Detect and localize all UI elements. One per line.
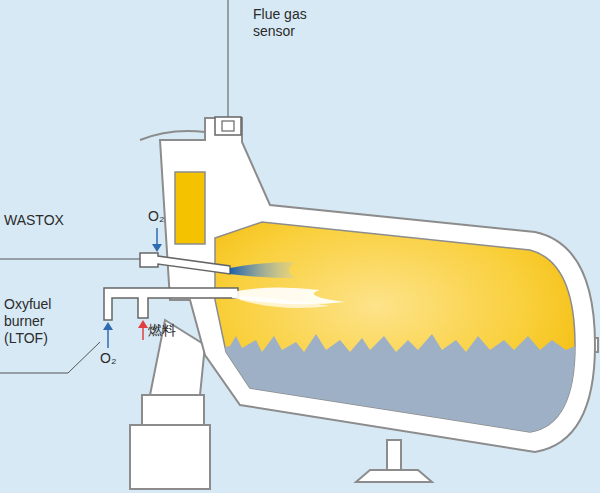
o2-arrowhead bbox=[103, 322, 113, 330]
rear-stand-foot bbox=[356, 470, 432, 482]
o2-arrow bbox=[107, 328, 109, 348]
support-block bbox=[142, 395, 204, 425]
wastox-lance bbox=[140, 253, 230, 274]
wastox-leader bbox=[0, 259, 140, 260]
rear-stand bbox=[387, 440, 401, 470]
flue-channel bbox=[175, 172, 205, 244]
molten-bath bbox=[200, 334, 600, 460]
fuel-arrowhead bbox=[138, 320, 148, 328]
sensor-element bbox=[222, 121, 234, 131]
flue-gas-sensor bbox=[215, 117, 241, 135]
fuel-arrow bbox=[142, 326, 144, 340]
o2-arrowhead bbox=[152, 244, 162, 252]
gas-label: O₂ bbox=[100, 350, 130, 367]
burner-label: Oxyfuel burner (LTOF) bbox=[4, 296, 72, 347]
lance-label: WASTOX bbox=[4, 212, 84, 229]
burner-leader bbox=[0, 342, 100, 373]
sensor-lead bbox=[228, 0, 229, 117]
burner-flame bbox=[240, 296, 330, 308]
gas-label: O₂ bbox=[148, 208, 178, 225]
sensor-label: Flue gas sensor bbox=[253, 6, 317, 40]
support-base bbox=[130, 425, 210, 489]
flue-lip bbox=[140, 131, 205, 140]
oxyfuel-burner bbox=[104, 288, 238, 320]
o2-arrow bbox=[156, 228, 158, 246]
wastox-jet bbox=[230, 262, 296, 278]
fuel-label: 燃料 bbox=[148, 322, 188, 339]
